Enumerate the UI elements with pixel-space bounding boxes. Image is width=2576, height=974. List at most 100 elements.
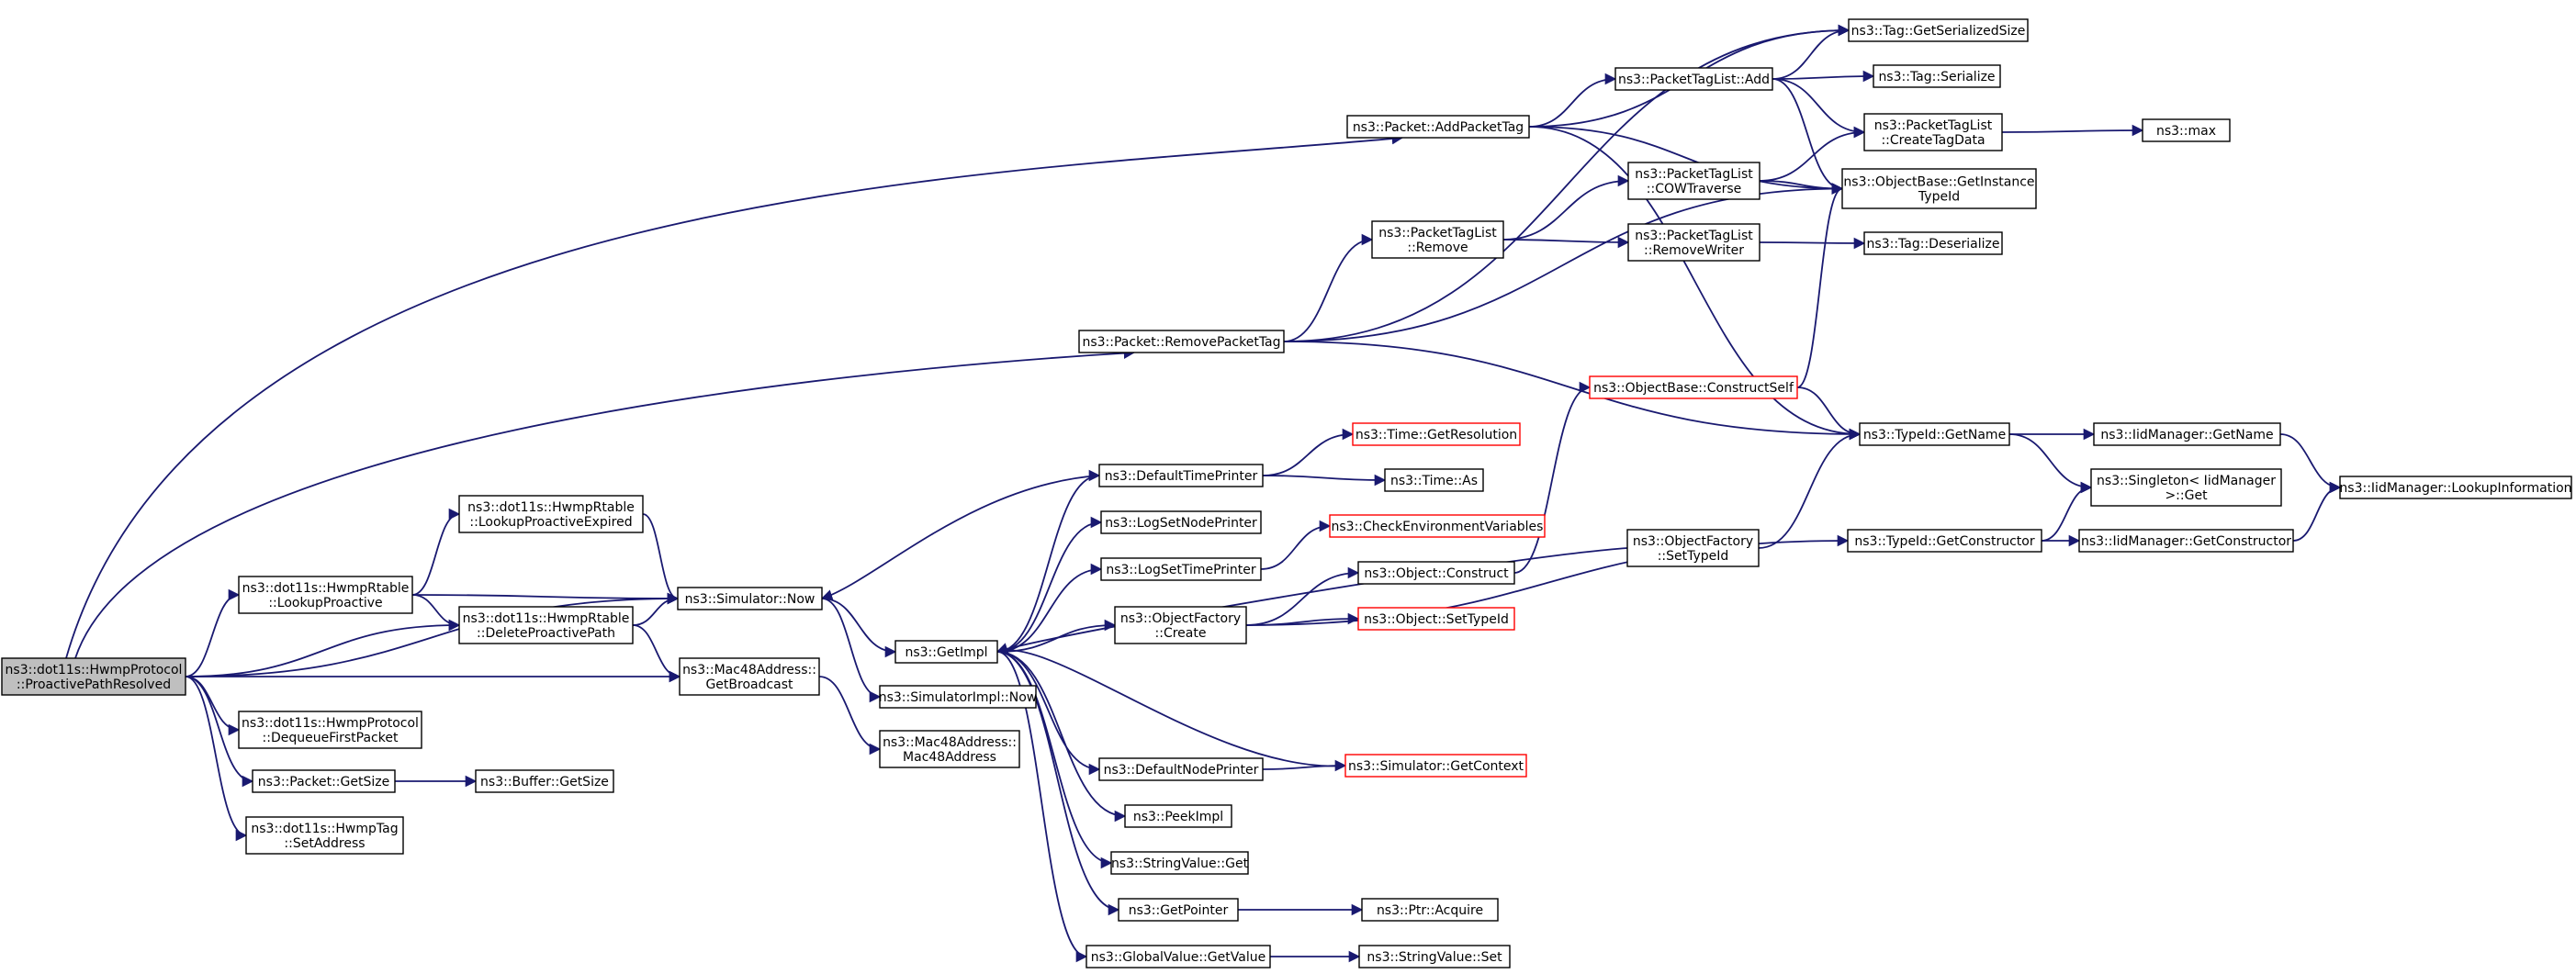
node-label: ns3::ObjectBase::GetInstance xyxy=(1843,175,2034,190)
node-get-impl[interactable]: ns3::GetImpl xyxy=(894,640,998,664)
node-singleton-get[interactable]: ns3::Singleton< IidManager>::Get xyxy=(2090,468,2282,507)
node-ptl-remove[interactable]: ns3::PacketTagList::Remove xyxy=(1371,220,1504,259)
edge-ptl_cow-to-ptl_createtagdata xyxy=(1759,126,1866,182)
node-max[interactable]: ns3::max xyxy=(2142,118,2231,142)
node-label: ns3::Time::GetResolution xyxy=(1355,428,1517,442)
node-tag-deserialize[interactable]: ns3::Tag::Deserialize xyxy=(1863,231,2003,255)
node-box xyxy=(1848,18,2029,42)
node-construct-self[interactable]: ns3::ObjectBase::ConstructSelf xyxy=(1589,375,1798,399)
edge-sim_now-to-get_impl xyxy=(821,598,897,658)
node-label: ::SetAddress xyxy=(284,836,365,851)
node-typeid-getconstructor[interactable]: ns3::TypeId::GetConstructor xyxy=(1847,529,2042,553)
edge-lookup_proactive-to-lookup_expired xyxy=(411,508,461,596)
node-label: ns3::Object::Construct xyxy=(1364,566,1509,581)
node-label: ::LookupProactiveExpired xyxy=(469,515,632,530)
node-stringvalue-get[interactable]: ns3::StringValue::Get xyxy=(1110,851,1249,875)
node-box xyxy=(1100,557,1262,581)
node-packet-getsize[interactable]: ns3::Packet::GetSize xyxy=(252,769,396,793)
node-iid-getconstructor[interactable]: ns3::IidManager::GetConstructor xyxy=(2078,529,2294,553)
edge-ptl_remove-to-ptl_removewriter xyxy=(1502,236,1630,249)
call-edges xyxy=(65,24,2342,963)
node-iid-lookup[interactable]: ns3::IidManager::LookupInformation xyxy=(2339,476,2572,499)
node-globalvalue-getvalue[interactable]: ns3::GlobalValue::GetValue xyxy=(1086,945,1271,968)
node-label: ns3::dot11s::HwmpRtable xyxy=(242,581,410,596)
node-box xyxy=(458,606,634,644)
node-ptl-add[interactable]: ns3::PacketTagList::Add xyxy=(1614,67,1773,91)
node-get-pointer[interactable]: ns3::GetPointer xyxy=(1118,898,1239,922)
edge-iid_getconstructor-to-iid_lookup xyxy=(2292,481,2342,542)
node-log-set-time-printer[interactable]: ns3::LogSetTimePrinter xyxy=(1100,557,1262,581)
node-label: ::DequeueFirstPacket xyxy=(263,731,399,745)
node-log-set-node-printer[interactable]: ns3::LogSetNodePrinter xyxy=(1100,510,1262,534)
node-box xyxy=(238,711,422,749)
node-get-broadcast[interactable]: ns3::Mac48Address::GetBroadcast xyxy=(679,657,820,696)
node-box xyxy=(1,657,186,696)
edge-ptl_add-to-tag_getserializedsize xyxy=(1772,24,1850,80)
node-mac48[interactable]: ns3::Mac48Address::Mac48Address xyxy=(879,730,1020,768)
node-object-settypeid[interactable]: ns3::Object::SetTypeId xyxy=(1357,607,1515,631)
node-ptl-removewriter[interactable]: ns3::PacketTagList::RemoveWriter xyxy=(1627,223,1760,262)
node-default-time-printer[interactable]: ns3::DefaultTimePrinter xyxy=(1098,464,1264,487)
node-tag-serialize[interactable]: ns3::Tag::Serialize xyxy=(1873,64,2001,88)
node-setaddress[interactable]: ns3::dot11s::HwmpTag::SetAddress xyxy=(245,816,404,855)
node-ptr-acquire[interactable]: ns3::Ptr::Acquire xyxy=(1361,898,1499,922)
node-box xyxy=(1329,514,1546,538)
node-label: ::LookupProactive xyxy=(268,596,382,610)
node-box xyxy=(1859,422,2010,446)
node-sim-getcontext[interactable]: ns3::Simulator::GetContext xyxy=(1344,754,1527,778)
edge-get_impl-to-globalvalue_getvalue xyxy=(996,651,1088,963)
node-box xyxy=(2142,118,2231,142)
edge-root-to-setaddress xyxy=(185,676,248,842)
node-remove-packet-tag[interactable]: ns3::Packet::RemovePacketTag xyxy=(1078,330,1285,353)
node-box xyxy=(2078,529,2294,553)
node-objfactory-create[interactable]: ns3::ObjectFactory::Create xyxy=(1114,606,1247,644)
node-box xyxy=(1098,464,1264,487)
node-sim-now[interactable]: ns3::Simulator::Now xyxy=(677,587,823,610)
node-ptl-cow[interactable]: ns3::PacketTagList::COWTraverse xyxy=(1627,162,1760,200)
node-tag-getserializedsize[interactable]: ns3::Tag::GetSerializedSize xyxy=(1848,18,2029,42)
node-label: ns3::Packet::AddPacketTag xyxy=(1353,120,1524,135)
node-iid-getname[interactable]: ns3::IidManager::GetName xyxy=(2093,422,2281,446)
edge-lookup_expired-to-sim_now xyxy=(642,513,680,605)
node-delete-path[interactable]: ns3::dot11s::HwmpRtable::DeleteProactive… xyxy=(458,606,634,644)
node-box xyxy=(1361,898,1499,922)
node-stringvalue-set[interactable]: ns3::StringValue::Set xyxy=(1358,945,1511,968)
node-label: ns3::ObjectBase::ConstructSelf xyxy=(1593,381,1794,396)
edge-remove_packet_tag-to-typeid_getname xyxy=(1283,341,1862,441)
node-default-node-printer[interactable]: ns3::DefaultNodePrinter xyxy=(1098,757,1264,781)
node-time-getresolution[interactable]: ns3::Time::GetResolution xyxy=(1352,422,1521,446)
node-time-as[interactable]: ns3::Time::As xyxy=(1384,468,1484,492)
node-typeid-getname[interactable]: ns3::TypeId::GetName xyxy=(1859,422,2010,446)
node-box xyxy=(1086,945,1271,968)
node-simimpl-now[interactable]: ns3::SimulatorImpl::Now xyxy=(879,685,1038,709)
edge-delete_path-to-sim_now xyxy=(632,592,680,626)
node-buffer-getsize[interactable]: ns3::Buffer::GetSize xyxy=(475,769,614,793)
node-add-packet-tag[interactable]: ns3::Packet::AddPacketTag xyxy=(1346,115,1530,139)
edge-ptl_add-to-tag_serialize xyxy=(1772,70,1875,83)
node-lookup-proactive[interactable]: ns3::dot11s::HwmpRtable::LookupProactive xyxy=(238,576,413,614)
node-label: ns3::Mac48Address:: xyxy=(682,663,816,677)
node-label: ns3::dot11s::HwmpProtocol xyxy=(6,663,183,677)
node-check-env[interactable]: ns3::CheckEnvironmentVariables xyxy=(1329,514,1546,538)
node-root[interactable]: ns3::dot11s::HwmpProtocol::ProactivePath… xyxy=(1,657,186,696)
node-label: ns3::IidManager::LookupInformation xyxy=(2339,481,2571,496)
edge-root-to-delete_path xyxy=(185,619,461,677)
node-label: ::ProactivePathResolved xyxy=(17,677,171,692)
node-peek-impl[interactable]: ns3::PeekImpl xyxy=(1124,804,1232,828)
node-dequeue[interactable]: ns3::dot11s::HwmpProtocol::DequeueFirstP… xyxy=(238,711,422,749)
edge-objfactory_settypeid-to-typeid_getname xyxy=(1758,428,1862,549)
node-object-construct[interactable]: ns3::Object::Construct xyxy=(1357,561,1515,585)
edge-default_time_printer-to-time_as xyxy=(1262,474,1387,487)
node-ptl-createtagdata[interactable]: ns3::PacketTagList::CreateTagData xyxy=(1863,113,2003,151)
node-objfactory-settypeid[interactable]: ns3::ObjectFactory::SetTypeId xyxy=(1626,529,1760,567)
node-label: ns3::PeekImpl xyxy=(1133,810,1223,824)
edge-log_set_time_printer-to-check_env xyxy=(1260,520,1332,570)
edge-root-to-lookup_proactive xyxy=(185,588,241,677)
node-box xyxy=(1100,510,1262,534)
node-label: ns3::TypeId::GetConstructor xyxy=(1854,534,2034,549)
node-lookup-expired[interactable]: ns3::dot11s::HwmpRtable::LookupProactive… xyxy=(458,495,644,533)
node-box xyxy=(1358,945,1511,968)
node-label: ns3::IidManager::GetName xyxy=(2100,428,2273,442)
edge-ptl_removewriter-to-tag_deserialize xyxy=(1759,237,1866,250)
